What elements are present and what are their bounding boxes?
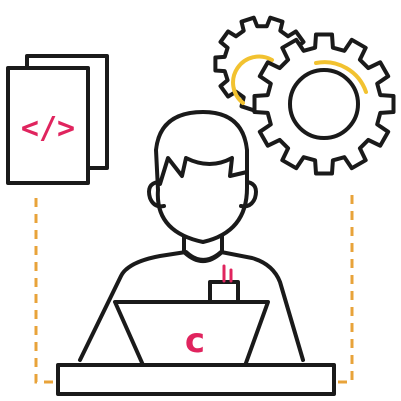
hair-fringe	[158, 156, 249, 186]
large-gear-hub	[288, 68, 360, 140]
right-ear	[239, 180, 258, 209]
left-ear	[147, 180, 166, 209]
right-dashed-connector	[334, 195, 354, 384]
desk	[56, 363, 336, 396]
laptop-icon: c	[56, 300, 336, 396]
front-page	[6, 66, 90, 185]
small-gear-accent-arc	[231, 54, 274, 105]
large-gear-icon	[252, 32, 396, 176]
head	[154, 110, 249, 244]
left-dashed-connector	[34, 198, 58, 384]
gears-icon	[213, 15, 396, 176]
neck	[182, 230, 224, 263]
large-gear-accent-arc	[314, 60, 368, 94]
laptop-logo-letter: c	[185, 321, 205, 361]
code-document-icon: </>	[6, 54, 109, 185]
code-tag-symbol: </>	[21, 111, 75, 146]
large-gear-outline	[252, 32, 396, 176]
mug-steam	[222, 264, 233, 283]
dashed-connectors	[34, 195, 354, 384]
